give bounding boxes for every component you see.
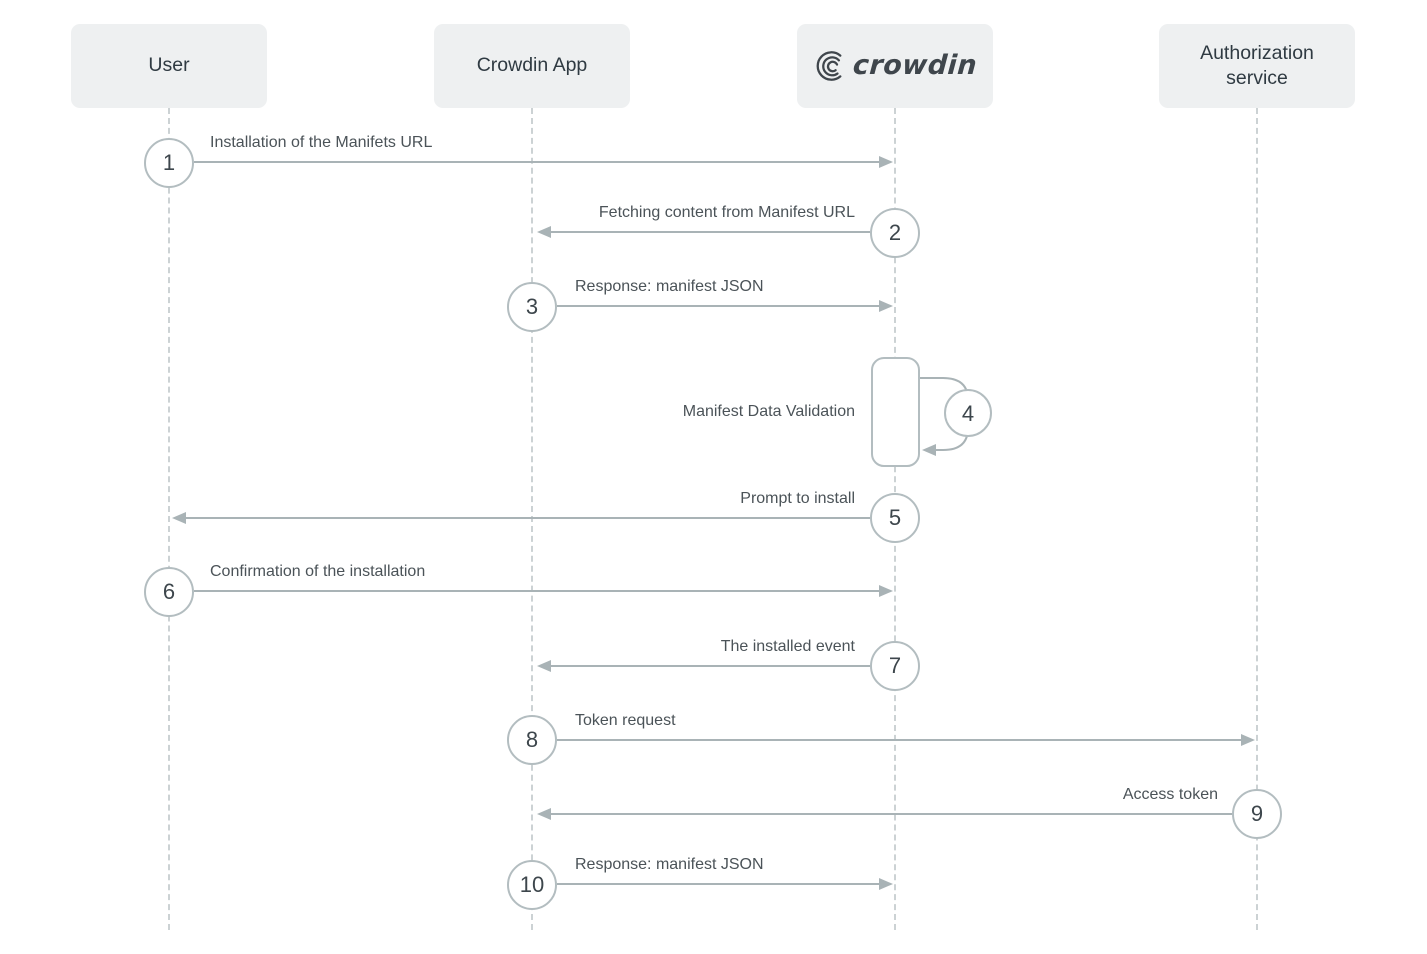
message-line xyxy=(551,665,870,667)
message-line xyxy=(557,883,879,885)
message-line xyxy=(557,739,1241,741)
message-label: Manifest Data Validation xyxy=(682,403,855,420)
message-label: Installation of the Manifets URL xyxy=(210,134,433,151)
lifeline-authorization-service xyxy=(1256,108,1258,930)
crowdin-logo-icon xyxy=(817,51,842,81)
message-line xyxy=(194,590,879,592)
message-line xyxy=(557,305,879,307)
step-circle: 1 xyxy=(144,138,194,188)
lifeline-user xyxy=(168,108,170,930)
actor-box-crowdin-app: Crowdin App xyxy=(434,24,630,108)
step-circle: 5 xyxy=(870,493,920,543)
message-label: Fetching content from Manifest URL xyxy=(598,204,855,221)
step-number: 4 xyxy=(962,401,974,426)
message-label: The installed event xyxy=(720,638,855,655)
step-circle: 10 xyxy=(507,860,557,910)
message-label: Response: manifest JSON xyxy=(575,856,764,873)
message-line xyxy=(186,517,870,519)
arrowhead-right-icon xyxy=(879,156,893,168)
message-label: Prompt to install xyxy=(740,490,855,507)
message-line xyxy=(551,231,870,233)
self-loop: 4 xyxy=(871,357,992,467)
step-circle: 6 xyxy=(144,567,194,617)
actor-box-user: User xyxy=(71,24,267,108)
step-circle: 7 xyxy=(870,641,920,691)
step-circle: 8 xyxy=(507,715,557,765)
actor-box-crowdin: crowdin xyxy=(797,24,993,108)
step-circle xyxy=(944,389,992,437)
arrowhead-left-icon xyxy=(537,226,551,238)
arrowhead-left-icon xyxy=(922,444,936,456)
actor-label: Authorization service xyxy=(1200,41,1314,89)
message-label: Confirmation of the installation xyxy=(210,563,426,580)
message-label: Response: manifest JSON xyxy=(575,278,764,295)
arrowhead-left-icon xyxy=(537,660,551,672)
arrowhead-right-icon xyxy=(879,878,893,890)
arrowhead-left-icon xyxy=(172,512,186,524)
step-circle: 2 xyxy=(870,208,920,258)
message-label: Access token xyxy=(1122,786,1218,803)
actor-box-authorization-service: Authorization service xyxy=(1159,24,1355,108)
step-circle: 9 xyxy=(1232,789,1282,839)
actor-label: User xyxy=(148,54,190,77)
message-label: Token request xyxy=(575,712,676,729)
message-line xyxy=(551,813,1232,815)
activation-box xyxy=(871,357,920,467)
crowdin-wordmark: crowdin xyxy=(852,50,979,82)
message-line xyxy=(194,161,879,163)
arrowhead-left-icon xyxy=(537,808,551,820)
crowdin-logo: crowdin xyxy=(812,48,979,83)
actor-label: Crowdin App xyxy=(476,54,588,77)
step-circle: 3 xyxy=(507,282,557,332)
arrowhead-right-icon xyxy=(879,300,893,312)
arrowhead-right-icon xyxy=(1241,734,1255,746)
arrowhead-right-icon xyxy=(879,585,893,597)
lifeline-crowdin-app xyxy=(531,108,533,930)
